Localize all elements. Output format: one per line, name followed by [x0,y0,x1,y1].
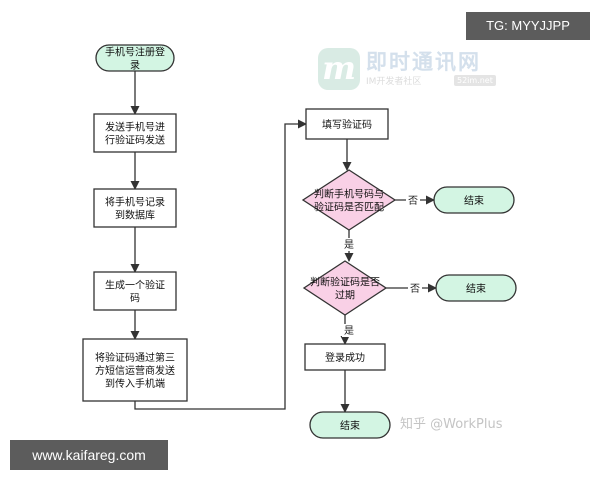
edge-label-e8: 是 [344,239,354,251]
edge-label-e7: 否 [408,195,418,207]
edge-label-e10: 是 [344,325,354,337]
node-text: 将手机号记录 [105,196,165,209]
decision-diamond [302,260,388,316]
brand-title-watermark: 即时通讯网 [366,50,481,74]
node-text: 验证码是否匹配 [314,201,384,214]
brand-logo-icon: m [318,48,360,90]
process-box [93,188,177,228]
process-box [304,343,386,371]
edge-label-bg [406,194,420,207]
brand-domain-watermark: 52im.net [454,75,496,86]
tg-tag-badge: TG: MYYJJPP [466,12,590,40]
process-box [93,271,177,311]
process-box [93,113,177,153]
node-text: 判断验证码是否 [310,276,380,289]
node-text: 登录成功 [325,351,365,364]
node-text: 到数据库 [115,209,155,222]
node-text: 到传入手机端 [105,377,165,390]
decision-diamond [301,169,397,231]
node-input-code: 填写验证码 [305,108,389,140]
node-text: 将验证码通过第三 [95,351,175,364]
terminal-pill [95,44,175,72]
process-box [305,108,389,140]
node-text: 判断手机号码与 [314,188,384,201]
site-url-badge: www.kaifareg.com [10,440,168,470]
terminal-pill [433,186,515,214]
terminal-pill [309,411,391,439]
brand-subtitle-watermark: IM开发者社区 [366,77,422,87]
edge-label-bg [408,282,422,295]
node-text: 发送手机号进 [105,121,165,134]
node-text: 生成一个验证 [105,279,165,292]
process-box [82,338,188,402]
edge-label-bg [342,238,356,251]
node-text: 过期 [335,289,355,302]
node-text: 方短信运营商发送 [95,364,175,377]
node-text: 行验证码发送 [105,134,165,147]
node-end-3: 结束 [309,411,391,439]
node-text: 结束 [466,282,486,295]
terminal-pill [435,274,517,302]
node-text: 录 [130,60,140,72]
flowchart-edges [130,71,437,413]
edge-label-bg [342,324,356,337]
edge-arrow-e5 [134,119,307,410]
node-end-1: 结束 [433,186,515,214]
node-end-2: 结束 [435,274,517,302]
node-text: 手机号注册登 [105,46,165,59]
node-login-ok: 登录成功 [304,343,386,371]
node-text: 填写验证码 [322,118,372,131]
node-text: 结束 [464,194,484,207]
zhihu-credit-watermark: 知乎 @WorkPlus [400,417,503,432]
node-text: 码 [130,293,140,305]
edge-label-e9: 否 [410,283,420,295]
flowchart-nodes: 手机号注册登录发送手机号进行验证码发送将手机号记录到数据库生成一个验证码将验证码… [82,44,517,439]
node-text: 结束 [340,419,360,432]
